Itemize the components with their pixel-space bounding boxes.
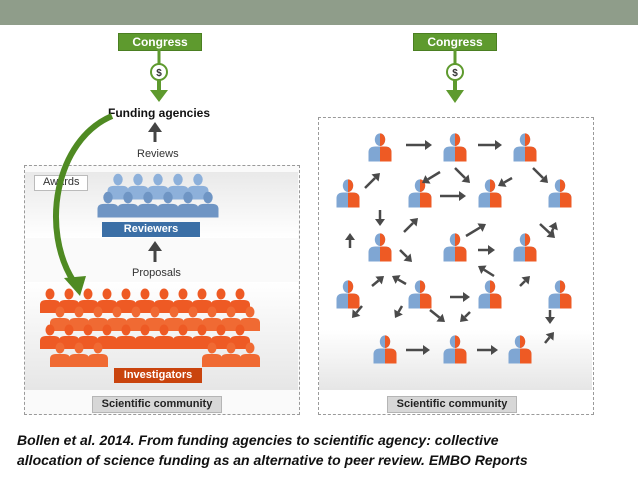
reviewers-label: Reviewers	[102, 222, 200, 237]
funding-agencies-label: Funding agencies	[108, 106, 211, 120]
right-panel-fade	[319, 330, 592, 390]
right-congress-label: Congress	[413, 33, 497, 51]
left-dollar-circle	[150, 63, 168, 81]
right-dollar-circle	[446, 63, 464, 81]
right-scientific-community-label: Scientific community	[387, 396, 517, 413]
right-green-arrowhead	[446, 90, 464, 103]
caption-line-2: allocation of science funding as an alte…	[17, 452, 528, 468]
investigators-label: Investigators	[114, 368, 202, 383]
left-green-arrowhead	[150, 90, 168, 102]
left-congress-label: Congress	[118, 33, 202, 51]
caption-line-1: Bollen et al. 2014. From funding agencie…	[17, 432, 499, 448]
left-scientific-community-label: Scientific community	[92, 396, 222, 413]
reviews-label: Reviews	[137, 148, 179, 160]
proposals-label: Proposals	[132, 267, 181, 279]
right-dollar-sign: $	[452, 68, 458, 79]
reviews-arrowhead	[148, 122, 162, 132]
citation-caption: Bollen et al. 2014. From funding agencie…	[17, 430, 627, 470]
awards-label: Awards	[34, 175, 88, 191]
awards-text: Awards	[43, 176, 80, 188]
slide-top-bar	[0, 0, 638, 25]
left-dollar-sign: $	[156, 68, 162, 79]
